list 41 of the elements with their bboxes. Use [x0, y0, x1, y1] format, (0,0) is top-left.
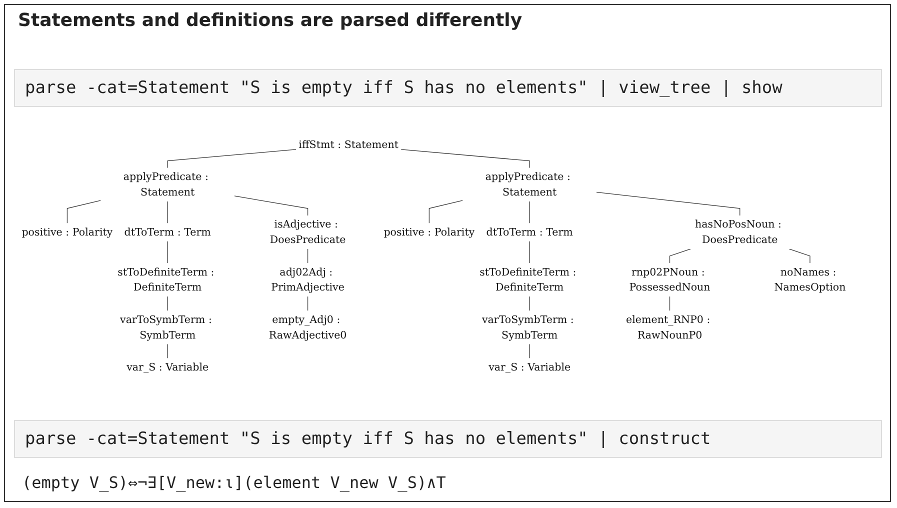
- node-text: var_S : Variable: [488, 360, 571, 374]
- node-text: positive : Polarity: [22, 226, 113, 238]
- node-text: varToSymbTerm : SymbTerm: [482, 313, 574, 341]
- node-text: rnp02PNoun : PossessedNoun: [629, 266, 710, 294]
- connector: [66, 200, 102, 224]
- connector: [669, 296, 670, 311]
- node-text: applyPredicate : Statement: [123, 170, 208, 198]
- connector: [167, 296, 168, 311]
- connector: [167, 240, 168, 264]
- connector: [307, 248, 308, 264]
- connector: [529, 344, 530, 359]
- node-text: var_S : Variable: [126, 360, 209, 374]
- node-text: positive : Polarity: [384, 226, 475, 238]
- node-text: element_RNP0 : RawNounP0: [626, 313, 710, 341]
- node-text: dtToTerm : Term: [486, 226, 573, 238]
- connector: [529, 201, 530, 224]
- connector: [428, 200, 463, 224]
- node-text: hasNoPosNoun : DoesPredicate: [695, 218, 782, 246]
- connector: [307, 296, 308, 311]
- node-text: varToSymbTerm : SymbTerm: [120, 313, 212, 341]
- connector: [788, 248, 810, 264]
- node-text: iffStmt : Statement: [298, 138, 399, 151]
- connector: [234, 196, 308, 216]
- node-text: applyPredicate : Statement: [485, 170, 570, 198]
- node-text: stToDefiniteTerm : DefiniteTerm: [118, 266, 214, 294]
- connector: [167, 344, 168, 359]
- output-text: (empty V_S)⇔¬∃[V_new:ι](element V_new V_S)∧T: [22, 473, 446, 492]
- connector: [400, 149, 530, 168]
- node-text: dtToTerm : Term: [124, 226, 211, 238]
- node-text: stToDefiniteTerm : DefiniteTerm: [480, 266, 576, 294]
- node-text: noNames : NamesOption: [774, 266, 846, 294]
- node-text: isAdjective : DoesPredicate: [270, 218, 346, 246]
- connector: [669, 248, 691, 264]
- connector: [167, 149, 296, 168]
- node-text: empty_Adj0 : RawAdjective0: [268, 313, 347, 341]
- connector: [167, 201, 168, 224]
- connector: [529, 296, 530, 311]
- node-text: adj02Adj : PrimAdjective: [271, 266, 344, 294]
- connector: [529, 240, 530, 264]
- connector: [596, 192, 740, 216]
- title: Statements and definitions are parsed differently: [18, 10, 522, 31]
